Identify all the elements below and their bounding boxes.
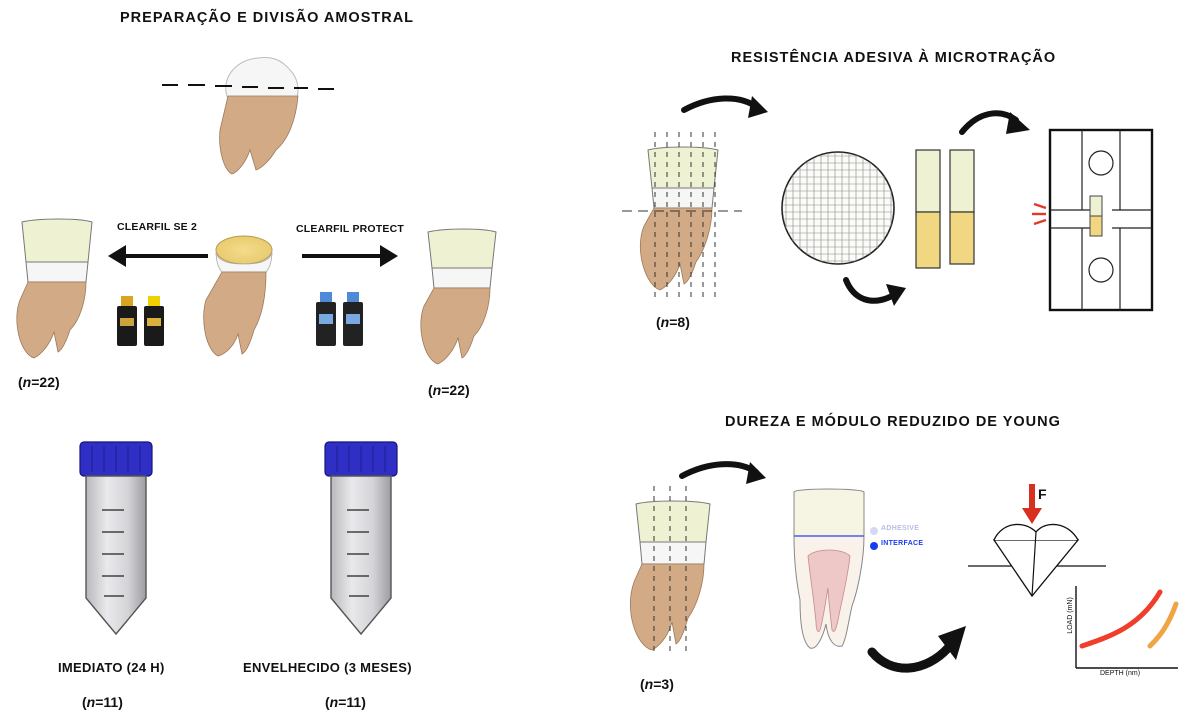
curved-arrow-1-head <box>748 96 768 118</box>
load-depth-graph <box>1076 586 1178 668</box>
sample-size-microtensile: (n=8) <box>656 314 690 330</box>
legend-label-adhesive: ADHESIVE <box>881 525 919 532</box>
restored-tooth-left <box>17 219 92 358</box>
load-curve-orange <box>1150 604 1176 646</box>
adhesive-label-clearfil-se2: CLEARFIL SE 2 <box>117 221 197 233</box>
arrow-to-clearfil-protect <box>302 245 398 267</box>
adhesive-label-clearfil-protect: CLEARFIL PROTECT <box>296 223 404 235</box>
force-label: F <box>1038 486 1047 502</box>
group-label-aged: ENVELHECIDO (3 MESES) <box>243 660 412 675</box>
clearfil-protect-bottles-icon <box>316 292 363 346</box>
sectioned-tooth-hardness <box>630 486 710 656</box>
sample-size-left: (n=22) <box>18 374 60 390</box>
group-label-immediate: IMEDIATO (24 H) <box>58 660 165 675</box>
sample-size-hardness: (n=3) <box>640 676 674 692</box>
sectioned-disc-grid <box>782 152 894 264</box>
microtensile-sticks <box>916 150 974 268</box>
prepared-tooth-center <box>204 236 272 356</box>
sample-size-aged: (n=11) <box>325 694 366 710</box>
panel-title-preparation: PREPARAÇÃO E DIVISÃO AMOSTRAL <box>120 10 414 26</box>
whole-tooth <box>162 58 334 175</box>
storage-tube-aged-icon <box>325 442 397 634</box>
curved-arrow-2 <box>846 280 892 301</box>
adhesive-legend-dot <box>870 527 878 535</box>
panel-title-hardness: DUREZA E MÓDULO REDUZIDO DE YOUNG <box>725 414 1061 430</box>
sample-size-immediate: (n=11) <box>82 694 123 710</box>
microtensile-test-jig <box>1032 130 1152 310</box>
graph-y-axis-label: LOAD (mN) <box>1067 597 1074 634</box>
panel-title-microtensile: RESISTÊNCIA ADESIVA À MICROTRAÇÃO <box>731 50 1056 66</box>
legend-label-interface: INTERFACE <box>881 540 923 547</box>
curved-arrow-3-head <box>1006 112 1030 134</box>
storage-tube-immediate-icon <box>80 442 152 634</box>
indentation-diagram <box>968 484 1106 596</box>
curved-arrow-1 <box>684 98 758 110</box>
interface-legend-dot <box>870 542 878 550</box>
clearfil-se2-bottles-icon <box>117 296 164 346</box>
curved-arrow-4 <box>682 464 756 476</box>
sectioned-tooth-microtensile <box>622 132 742 300</box>
sample-size-right: (n=22) <box>428 382 470 398</box>
tooth-cross-section <box>794 489 878 648</box>
curved-arrow-5 <box>872 648 948 668</box>
load-curve-red <box>1082 592 1160 646</box>
force-arrow-icon <box>1022 508 1042 524</box>
arrow-to-clearfil-se2 <box>108 245 208 267</box>
graph-x-axis-label: DEPTH (nm) <box>1100 670 1140 677</box>
restored-tooth-right <box>421 229 496 364</box>
